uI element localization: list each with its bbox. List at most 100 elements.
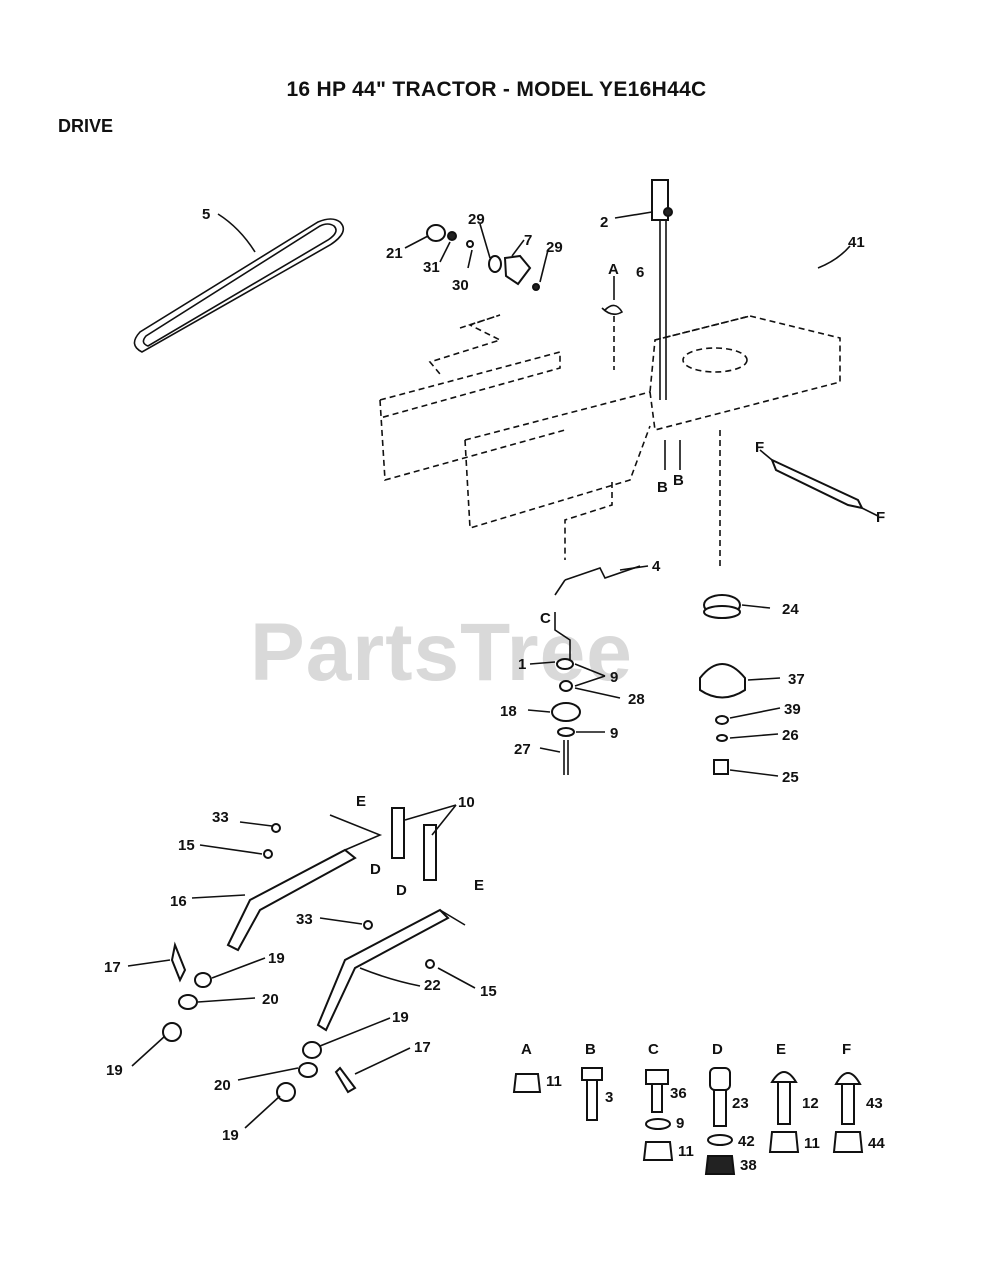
nut-icon [512,1073,542,1093]
callout-24: 24 [782,601,799,618]
callout-E: E [474,877,484,894]
callout-29: 29 [468,211,485,228]
hardware-part: 36 [670,1085,687,1102]
callout-5: 5 [202,206,210,223]
callout-27: 27 [514,741,531,758]
hardware-part: 11 [546,1073,562,1090]
hardware-letter-e: E [776,1041,786,1058]
lever-41 [770,458,864,510]
hardware-letter-d: D [712,1041,723,1058]
callout-21: 21 [386,245,403,262]
hardware-part: 44 [868,1135,885,1152]
washer-icon [707,1134,733,1146]
callout-2: 2 [600,214,608,231]
clutch-lever-22 [316,908,466,1032]
callout-B: B [657,479,668,496]
callout-22: 22 [424,977,441,994]
callout-1: 1 [518,656,526,673]
hardware-letter-f: F [842,1041,851,1058]
callout-19: 19 [268,950,285,967]
callout-33: 33 [212,809,229,826]
watermark: PartsTree [250,607,633,698]
bolt-shank-icon [713,1089,727,1127]
callout-39: 39 [784,701,801,718]
hardware-part: 11 [678,1143,694,1160]
callout-17: 17 [414,1039,431,1056]
bolt-head-icon [645,1069,669,1085]
bolt-shank-icon [651,1083,663,1113]
drive-belt [133,218,345,353]
callout-6: 6 [636,264,644,281]
screw-head-icon [581,1067,603,1081]
callout-B: B [673,472,684,489]
callout-15: 15 [178,837,195,854]
bolt-shank-icon [841,1083,855,1125]
screw-shank-icon [586,1079,598,1121]
callout-4: 4 [652,558,661,575]
callouts: 5 2 29 7 29 21 31 30 A 6 41 F F B B 4 C … [104,206,885,1144]
callout-28: 28 [628,691,645,708]
callout-26: 26 [782,727,799,744]
callout-9: 9 [610,725,618,742]
pulley-assembly [426,224,540,291]
callout-41: 41 [848,234,865,251]
hardware-part: 43 [866,1095,883,1112]
tractor-frame [379,314,841,570]
callout-18: 18 [500,703,517,720]
callout-19: 19 [392,1009,409,1026]
hardware-part: 38 [740,1157,757,1174]
hardware-part: 12 [802,1095,819,1112]
callout-37: 37 [788,671,805,688]
hardware-part: 3 [605,1089,613,1106]
page-title: 16 HP 44" TRACTOR - MODEL YE16H44C [286,78,707,101]
small-hardware [162,823,435,1102]
callout-15: 15 [480,983,497,1000]
callout-F: F [755,439,764,456]
callout-31: 31 [423,259,440,276]
callout-20: 20 [214,1077,231,1094]
rod-4 [564,565,641,581]
callout-19: 19 [106,1062,123,1079]
idler-stack [551,658,581,775]
callout-19: 19 [222,1127,239,1144]
hardware-letter-a: A [521,1041,532,1058]
callout-E: E [356,793,366,810]
callout-A: A [608,261,619,278]
callout-30: 30 [452,277,469,294]
callout-D: D [370,861,381,878]
section-label: DRIVE [58,116,114,136]
callout-10: 10 [458,794,475,811]
hardware-part: 9 [676,1115,684,1132]
control-rod [651,179,673,400]
hook-part [601,304,624,316]
nut-icon [768,1131,800,1153]
hardware-letter-c: C [648,1041,659,1058]
washer-icon [645,1118,671,1130]
nut-icon [704,1155,736,1175]
callout-29: 29 [546,239,563,256]
callout-20: 20 [262,991,279,1008]
links-10 [391,807,437,881]
hardware-legend: A 11 B 3 C 36 9 11 D 23 42 38 E 12 11 F [512,1041,885,1175]
nut-icon [642,1141,674,1161]
callout-9: 9 [610,669,618,686]
callout-33: 33 [296,911,313,928]
callout-F: F [876,509,885,526]
callout-16: 16 [170,893,187,910]
nut-icon [832,1131,864,1153]
hardware-part: 42 [738,1133,755,1150]
callout-D: D [396,882,407,899]
hardware-part: 23 [732,1095,749,1112]
callout-C: C [540,610,551,627]
bolt-shank-icon [777,1081,791,1125]
bolt-head-icon [709,1067,731,1091]
callout-17: 17 [104,959,121,976]
hardware-letter-b: B [585,1041,596,1058]
carriage-head-icon [770,1071,798,1083]
brake-lever-16 [226,814,383,952]
pulley-stack [699,594,746,775]
callout-25: 25 [782,769,799,786]
callout-7: 7 [524,232,532,249]
carriage-head-icon [834,1072,862,1085]
